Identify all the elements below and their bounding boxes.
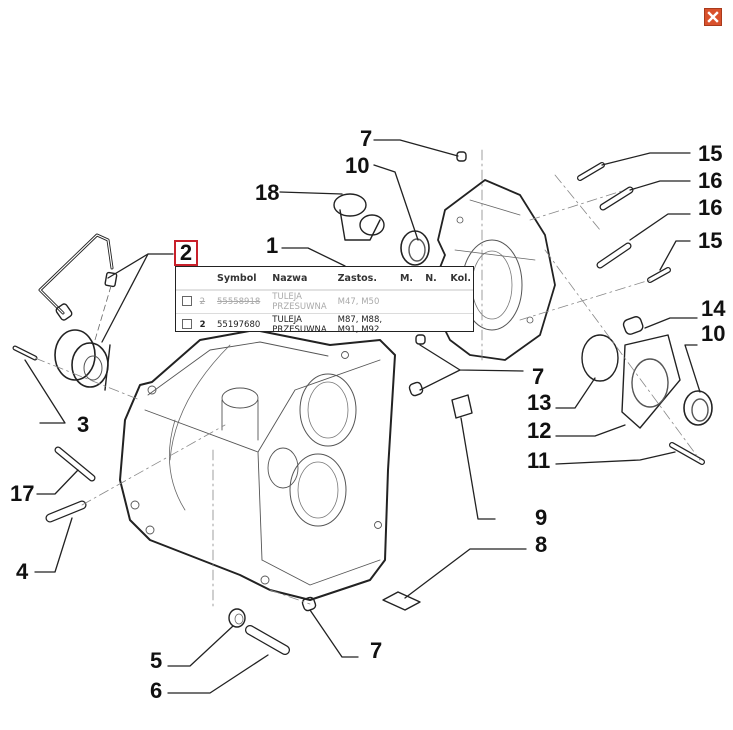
row-zastos: M47, M50 bbox=[335, 290, 398, 314]
bolt-11-part bbox=[669, 442, 705, 465]
row-symbol: 55558918 bbox=[215, 290, 271, 314]
stud-17-part bbox=[54, 446, 96, 482]
callout-14[interactable]: 14 bbox=[701, 296, 726, 321]
row-n bbox=[423, 314, 448, 337]
callout-7-middle[interactable]: 7 bbox=[532, 364, 545, 389]
close-x-icon bbox=[707, 11, 719, 23]
callout-5[interactable]: 5 bbox=[150, 648, 163, 673]
callout-12[interactable]: 12 bbox=[527, 418, 552, 443]
row-qty: 2 bbox=[199, 320, 206, 330]
release-bearing-part bbox=[54, 329, 111, 391]
parts-table: Symbol Nazwa Zastos. M. N. Kol. 2 555589… bbox=[176, 267, 473, 336]
callout-6[interactable]: 6 bbox=[150, 678, 163, 703]
callout-2-selected[interactable]: 2 bbox=[174, 240, 198, 266]
header-nazwa: Nazwa bbox=[270, 267, 336, 291]
callout-4[interactable]: 4 bbox=[16, 559, 29, 584]
bushing-14-part bbox=[622, 316, 644, 335]
close-button[interactable] bbox=[704, 8, 722, 26]
row-nazwa-line2: PRZESUWNA bbox=[272, 302, 327, 312]
callout-7-bottom[interactable]: 7 bbox=[370, 638, 383, 663]
row-nazwa-line1: TULEJA bbox=[272, 315, 302, 325]
row-kol bbox=[448, 314, 473, 337]
callout-15-bottom[interactable]: 15 bbox=[698, 228, 723, 253]
callout-3[interactable]: 3 bbox=[77, 412, 90, 437]
callout-7-top[interactable]: 7 bbox=[360, 126, 373, 151]
callout-16-top[interactable]: 16 bbox=[698, 168, 723, 193]
plug-18-part bbox=[333, 193, 385, 241]
sensor-6-part bbox=[245, 625, 290, 655]
row-checkbox[interactable] bbox=[182, 295, 192, 306]
header-kol: Kol. bbox=[448, 267, 473, 291]
bolt-15-parts bbox=[577, 162, 671, 283]
leader-lines bbox=[24, 139, 701, 694]
header-symbol: Symbol bbox=[215, 267, 271, 291]
callout-15-top[interactable]: 15 bbox=[698, 141, 723, 166]
cap-5-part bbox=[228, 608, 246, 628]
row-checkbox[interactable] bbox=[182, 318, 192, 329]
row-m bbox=[397, 290, 424, 314]
row-m bbox=[398, 314, 423, 337]
pad-9-part bbox=[451, 394, 473, 419]
row-n bbox=[423, 290, 449, 314]
row-nazwa-line2: PRZESUWNA bbox=[272, 325, 327, 335]
row-zastos-line1: M47, M50 bbox=[337, 297, 380, 307]
assembly-guide-lines bbox=[34, 149, 701, 611]
row-zastos: M87, M88,M91, M92 bbox=[336, 314, 398, 337]
callout-8[interactable]: 8 bbox=[535, 532, 548, 557]
hydraulic-pipe-part bbox=[38, 233, 118, 341]
bolt-16-parts bbox=[596, 186, 634, 269]
seal-10-part bbox=[400, 230, 713, 426]
callout-11[interactable]: 11 bbox=[527, 448, 551, 473]
callout-18[interactable]: 18 bbox=[255, 180, 280, 205]
callout-9[interactable]: 9 bbox=[535, 505, 548, 530]
row-zastos-line1: M87, M88, bbox=[337, 315, 383, 325]
row-nazwa-line1: TULEJA bbox=[272, 292, 302, 302]
gearbox-housing-part bbox=[119, 329, 396, 601]
callout-1[interactable]: 1 bbox=[266, 233, 279, 258]
o-ring-13-part bbox=[581, 334, 619, 382]
row-zastos-line2: M91, M92 bbox=[337, 325, 380, 335]
callout-10-right[interactable]: 10 bbox=[701, 321, 726, 346]
header-zastos: Zastos. bbox=[335, 267, 398, 291]
parts-popup: Symbol Nazwa Zastos. M. N. Kol. 2 555589… bbox=[175, 266, 474, 335]
callout-10-left[interactable]: 10 bbox=[345, 153, 370, 178]
row-kol bbox=[448, 290, 473, 314]
header-n: N. bbox=[423, 267, 449, 291]
bushing-7-parts bbox=[301, 151, 467, 612]
row-qty: 2 bbox=[197, 290, 215, 314]
row-symbol: 55197680 bbox=[217, 320, 261, 330]
callout-17[interactable]: 17 bbox=[10, 481, 35, 506]
callout-13[interactable]: 13 bbox=[527, 390, 552, 415]
header-qty bbox=[197, 267, 215, 291]
bolt-3-part bbox=[12, 345, 38, 361]
flange-12-part bbox=[621, 334, 681, 429]
header-m: M. bbox=[397, 267, 424, 291]
switch-4-part bbox=[45, 500, 87, 523]
header-select bbox=[176, 267, 198, 291]
parts-table-header: Symbol Nazwa Zastos. M. N. Kol. bbox=[176, 267, 473, 291]
callout-16-bottom[interactable]: 16 bbox=[698, 195, 723, 220]
pad-8-part bbox=[382, 591, 421, 611]
